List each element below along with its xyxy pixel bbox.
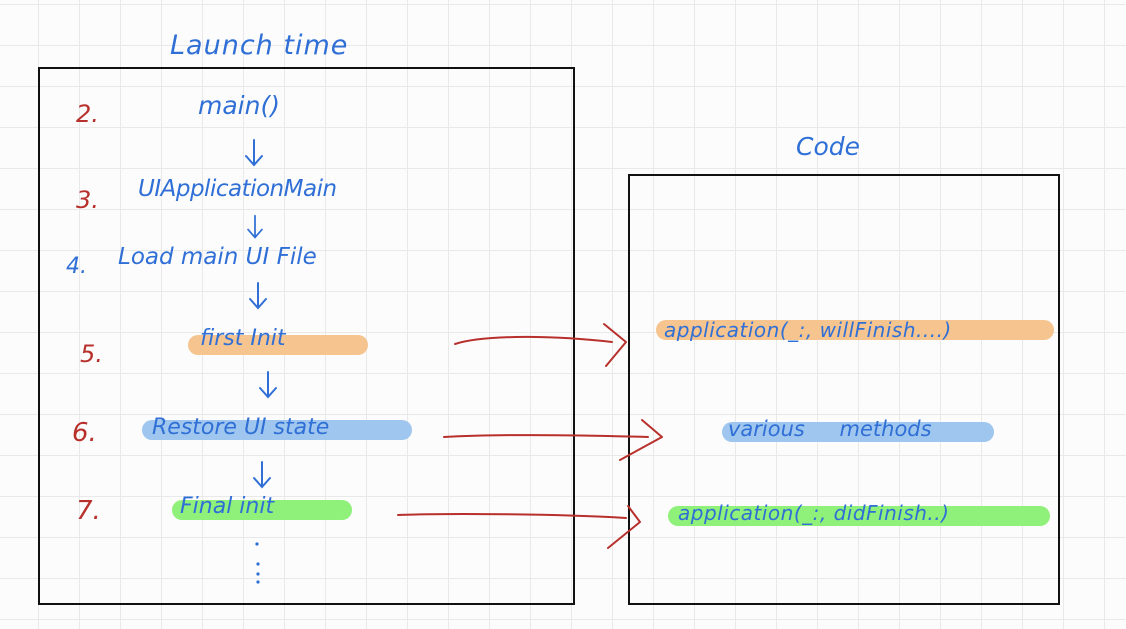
down-arrow-icon: [249, 282, 267, 310]
will-finish-highlight: [656, 320, 1054, 340]
step-6-label: Restore UI state: [152, 415, 330, 440]
restore-ui-state-highlight: [142, 420, 412, 440]
down-arrow-icon: [253, 461, 271, 489]
step-5-number: 5.: [80, 340, 103, 368]
code-item-did-finish: application(_:, didFinish..): [678, 501, 950, 525]
final-init-highlight: [172, 500, 352, 520]
code-item-will-finish: application(_:, willFinish....): [664, 318, 952, 342]
step-7-number: 7.: [76, 496, 101, 526]
step-3-number: 3.: [76, 186, 99, 214]
first-init-highlight: [188, 335, 368, 355]
launch-time-title: Launch time: [170, 30, 349, 61]
step-5-label: first Init: [200, 326, 286, 351]
down-arrow-icon: [247, 214, 263, 239]
continuation-dots-icon: [255, 542, 260, 584]
arrow-first-init-to-will-finish: [454, 323, 627, 367]
various-methods-highlight: [722, 422, 994, 442]
arrow-final-init-to-did-finish: [397, 505, 641, 549]
step-2-number: 2.: [76, 100, 99, 128]
code-panel: [628, 174, 1060, 605]
did-finish-highlight: [668, 506, 1050, 526]
step-4-number: 4.: [66, 254, 87, 279]
step-6-number: 6.: [72, 418, 97, 448]
arrow-restore-to-various: [443, 419, 663, 461]
step-7-label: Final init: [180, 494, 275, 519]
down-arrow-icon: [259, 371, 277, 399]
launch-time-panel: [38, 67, 575, 605]
step-3-label: UIApplicationMain: [138, 176, 337, 202]
down-arrow-icon: [245, 139, 263, 167]
code-item-various-methods: various methods: [728, 417, 932, 441]
step-4-label: Load main UI File: [118, 244, 317, 270]
step-2-label: main(): [198, 91, 280, 120]
code-title: Code: [796, 132, 861, 161]
